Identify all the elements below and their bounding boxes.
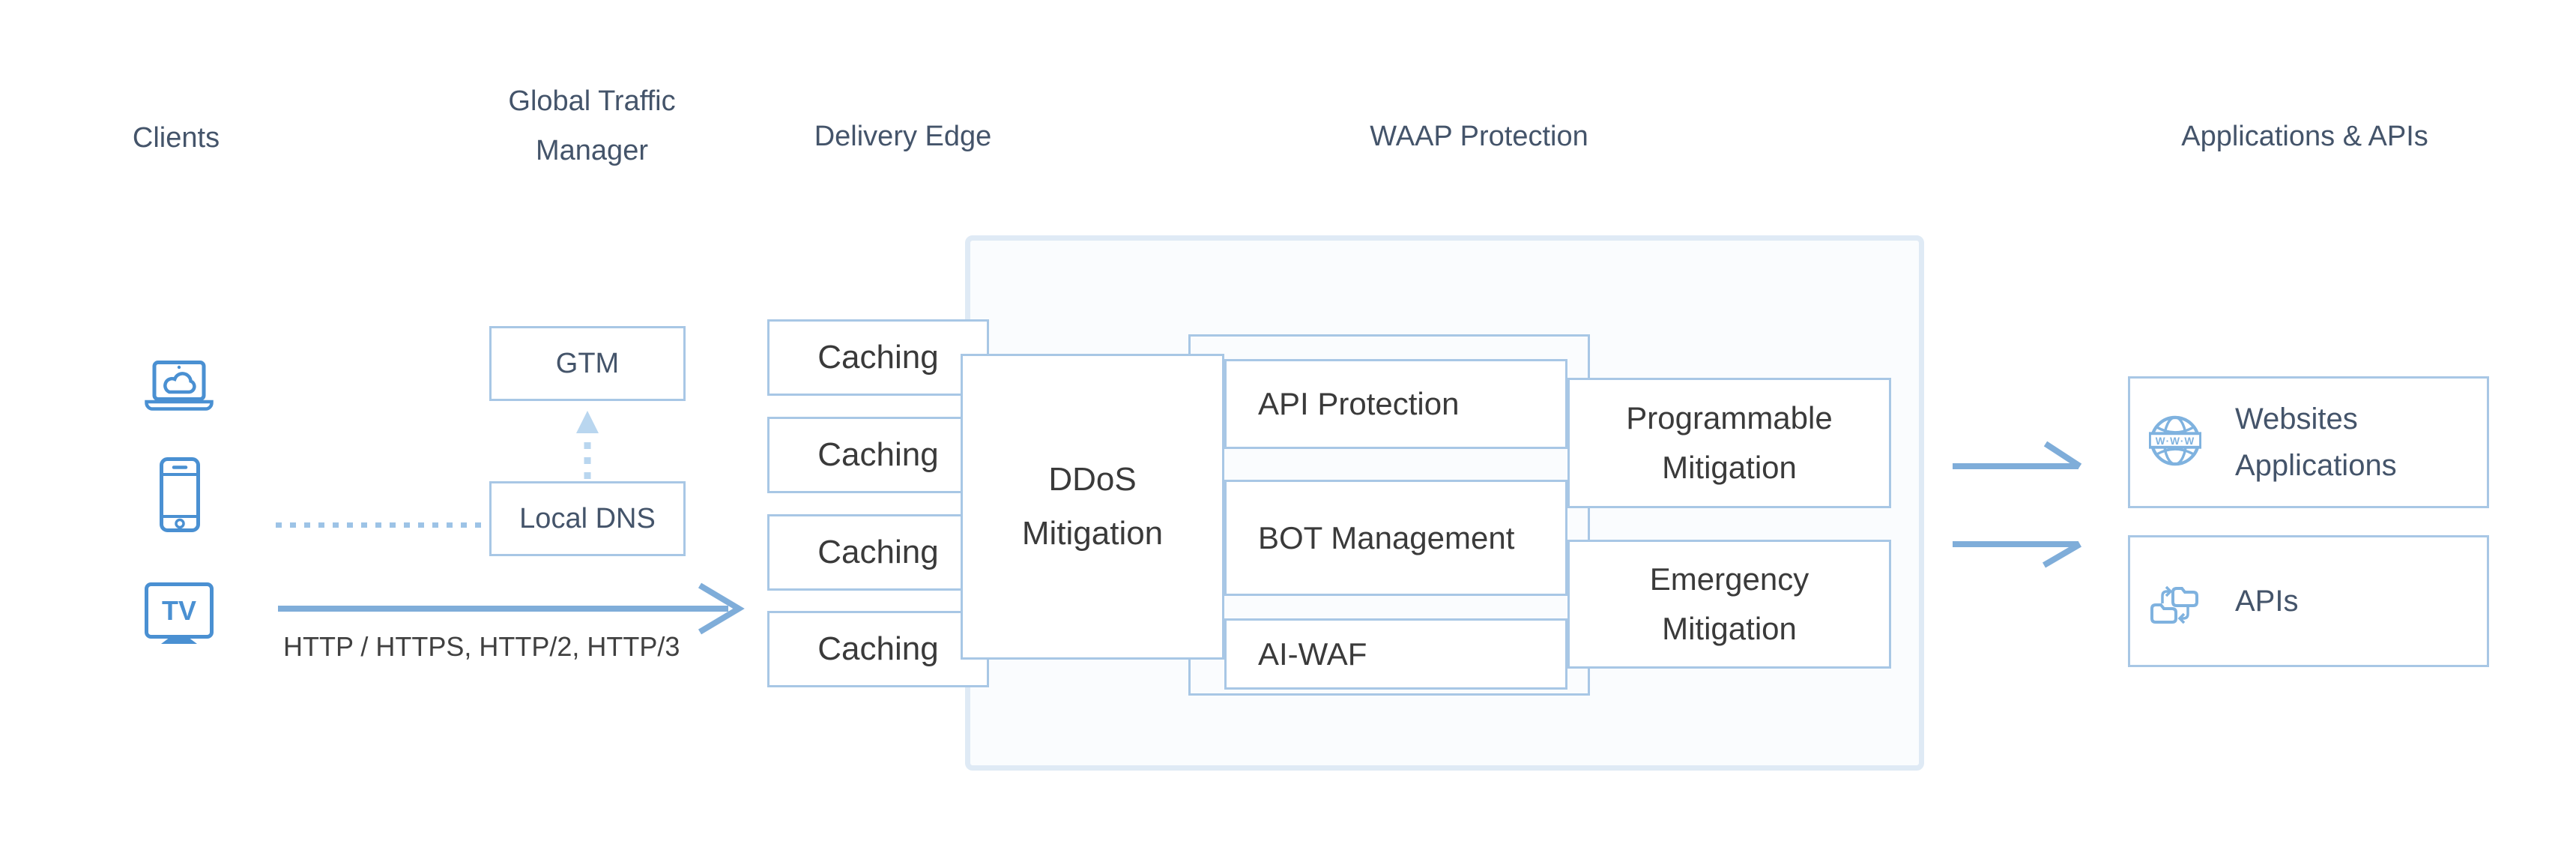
emergency-mitigation-label: Emergency Mitigation xyxy=(1649,561,1809,646)
caching-label: Caching xyxy=(817,630,939,667)
apis-box: APIs xyxy=(2128,535,2489,667)
caching-label: Caching xyxy=(817,436,939,473)
local-dns-label: Local DNS xyxy=(519,502,656,534)
caching-label: Caching xyxy=(817,534,939,570)
header-global-traffic-manager: Global Traffic Manager xyxy=(508,85,676,166)
folder-transfer-icon xyxy=(2150,578,2200,624)
ai-waf-label: AI-WAF xyxy=(1258,636,1367,672)
ai-waf-box: AI-WAF xyxy=(1224,618,1567,690)
bot-management-box: BOT Management xyxy=(1224,480,1567,596)
smartphone-icon xyxy=(160,457,200,532)
dns-dotted-connector xyxy=(276,522,487,528)
emergency-mitigation-box: Emergency Mitigation xyxy=(1567,540,1891,669)
transport-protocols-label: HTTP / HTTPS, HTTP/2, HTTP/3 xyxy=(283,631,680,662)
websites-applications-box: Websites Applications xyxy=(2128,376,2489,508)
ddos-mitigation-label: DDoS Mitigation xyxy=(1021,461,1164,552)
right-arrow-websites-icon xyxy=(1950,438,2092,490)
local-dns-box: Local DNS xyxy=(489,481,686,556)
laptop-cloud-icon xyxy=(145,361,214,412)
header-delivery-edge: Delivery Edge xyxy=(814,121,992,152)
client-traffic-arrow-icon xyxy=(262,581,749,636)
right-arrow-apis-icon xyxy=(1950,523,2092,576)
caching-box-4: Caching xyxy=(767,611,989,687)
bot-management-label: BOT Management xyxy=(1258,519,1515,555)
caching-box-2: Caching xyxy=(767,417,989,493)
api-protection-label: API Protection xyxy=(1258,386,1460,421)
websites-applications-label: Websites Applications xyxy=(2235,403,2397,482)
header-waap-protection: WAAP Protection xyxy=(1370,121,1588,152)
caching-label: Caching xyxy=(817,339,939,376)
apis-label: APIs xyxy=(2235,585,2299,618)
header-applications-apis: Applications & APIs xyxy=(2181,121,2428,152)
globe-band-label: W·W·W xyxy=(2156,435,2195,447)
header-clients: Clients xyxy=(132,122,220,154)
ddos-mitigation-box: DDoS Mitigation xyxy=(961,354,1224,660)
globe-www-icon: W·W·W xyxy=(2149,415,2201,467)
caching-box-3: Caching xyxy=(767,514,989,591)
programmable-mitigation-label: Programmable Mitigation xyxy=(1626,400,1833,485)
tv-icon-label: TV xyxy=(162,595,196,626)
tv-icon: TV xyxy=(145,582,214,645)
gtm-box: GTM xyxy=(489,326,686,401)
up-dashed-arrow-icon xyxy=(572,405,602,483)
programmable-mitigation-box: Programmable Mitigation xyxy=(1567,378,1891,508)
caching-box-1: Caching xyxy=(767,319,989,396)
api-protection-box: API Protection xyxy=(1224,359,1567,449)
gtm-label: GTM xyxy=(555,347,620,379)
